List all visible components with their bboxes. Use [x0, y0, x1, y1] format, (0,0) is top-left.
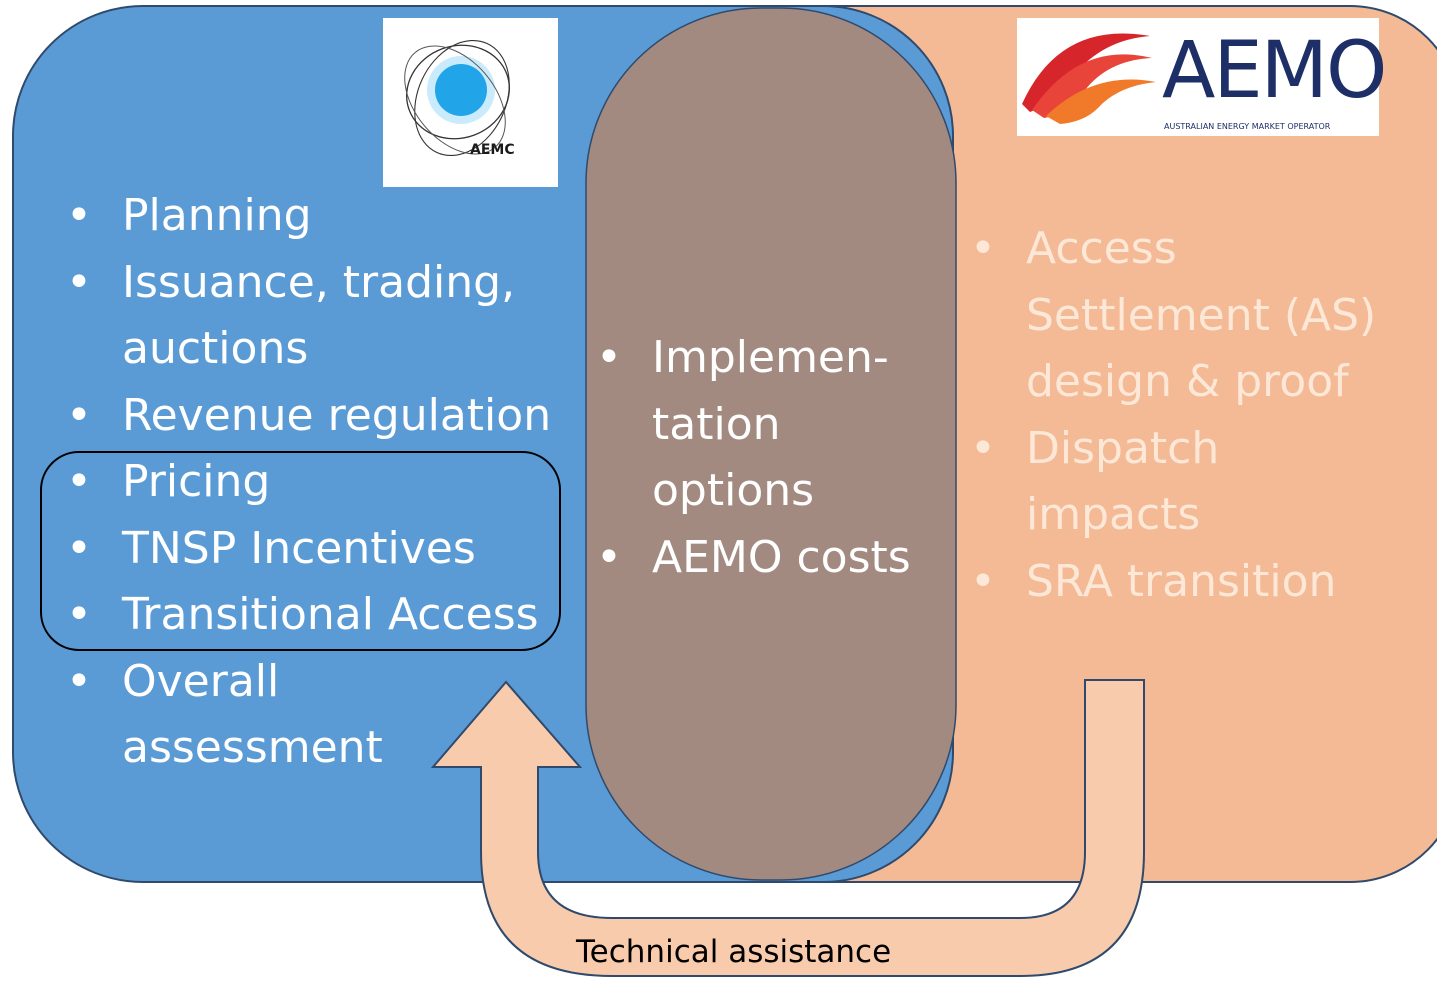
- shared-responsibilities-list: Implemen-tation options AEMO costs: [592, 325, 952, 591]
- list-item: SRA transition: [966, 549, 1436, 616]
- aemc-logo-text: AEMC: [470, 142, 515, 158]
- list-item: Transitional Access: [62, 582, 572, 649]
- list-item: Access Settlement (AS) design & proof: [966, 216, 1386, 416]
- list-item: Planning: [62, 183, 572, 250]
- list-item: TNSP Incentives: [62, 516, 572, 583]
- list-item: Issuance, trading, auctions: [62, 250, 522, 383]
- list-item: Revenue regulation: [62, 383, 572, 450]
- list-item: AEMO costs: [592, 525, 952, 592]
- list-item: Pricing: [62, 449, 572, 516]
- aemc-responsibilities-list: Planning Issuance, trading, auctions Rev…: [62, 183, 572, 782]
- aemo-logo-text: AEMO: [1162, 26, 1387, 116]
- list-item: Overall assessment: [62, 649, 422, 782]
- arrow-label: Technical assistance: [576, 934, 892, 970]
- aemo-logo-subtitle: AUSTRALIAN ENERGY MARKET OPERATOR: [1164, 122, 1331, 131]
- aemc-logo-swirl: [404, 39, 510, 157]
- technical-assistance-arrow: [430, 679, 1145, 977]
- aemo-logo-swoosh: [1022, 33, 1156, 124]
- list-item: Implemen-tation options: [592, 325, 902, 525]
- list-item: Dispatch impacts: [966, 416, 1246, 549]
- aemo-responsibilities-list: Access Settlement (AS) design & proof Di…: [966, 216, 1436, 615]
